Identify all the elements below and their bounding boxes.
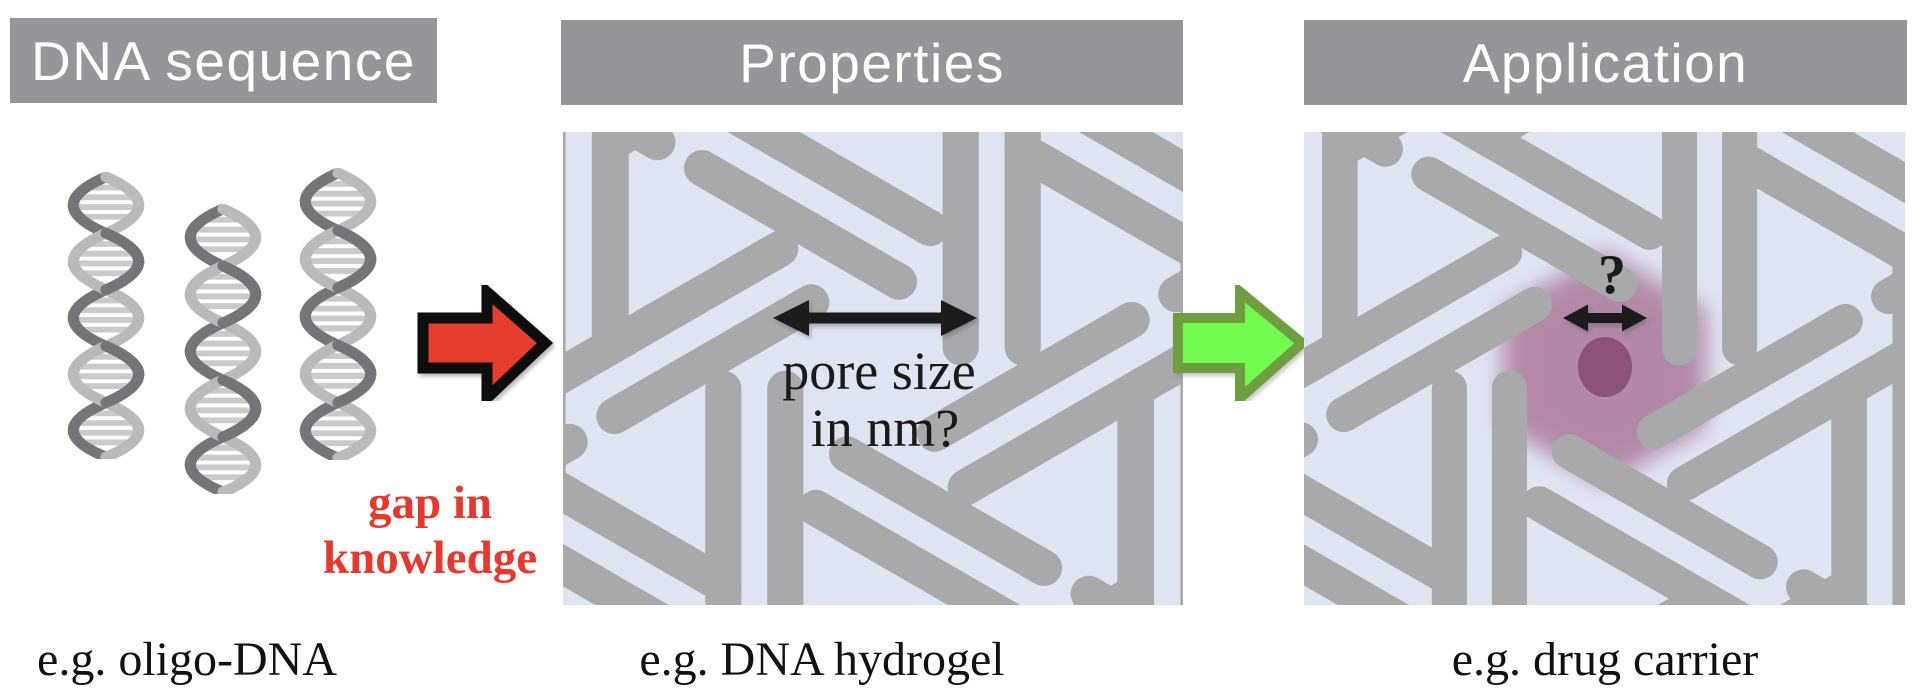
header-properties-label: Properties	[739, 31, 1005, 94]
header-application: Application	[1304, 20, 1907, 105]
header-application-label: Application	[1462, 31, 1749, 94]
drug-carrier-illustration: ?	[1304, 132, 1905, 605]
caption-oligo-dna: e.g. oligo-DNA	[37, 633, 337, 686]
pore-size-label-line1: pore size	[782, 341, 975, 401]
green-arrow-icon	[1173, 285, 1310, 401]
hydrogel-network-illustration: pore size in nm?	[563, 132, 1183, 605]
red-arrow-icon	[417, 285, 554, 401]
properties-panel: pore size in nm?	[563, 132, 1183, 605]
caption-drug-carrier: e.g. drug carrier	[1451, 633, 1759, 686]
pore-size-double-arrow-icon	[773, 300, 977, 336]
drug-molecule-icon	[1578, 337, 1632, 397]
pore-size-label-line2: in nm?	[811, 398, 959, 458]
caption-dna-hydrogel: e.g. DNA hydrogel	[639, 633, 1005, 686]
header-dna-sequence-label: DNA sequence	[31, 29, 416, 92]
header-dna-sequence: DNA sequence	[10, 18, 437, 103]
diffusion-double-arrow-icon	[1563, 304, 1647, 332]
question-mark-label: ?	[1598, 244, 1626, 306]
dna-helix-icon-1	[60, 172, 152, 459]
header-properties: Properties	[561, 20, 1183, 105]
application-panel: ?	[1304, 132, 1905, 605]
dna-helix-icon-3	[292, 168, 384, 460]
dna-helix-icon-2	[177, 204, 269, 494]
gap-note-line1: gap in	[367, 477, 493, 529]
gap-note-line2: knowledge	[322, 531, 538, 584]
gap-in-knowledge-note: gap in knowledge	[323, 476, 537, 585]
